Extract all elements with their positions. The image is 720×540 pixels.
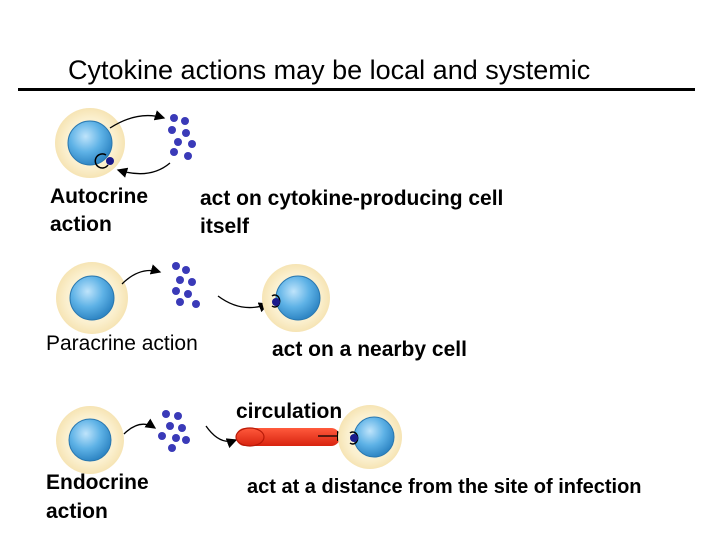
autocrine-label-line1: Autocrine (50, 185, 149, 208)
endocrine-target-cell (338, 405, 402, 469)
paracrine-target-cell (262, 264, 330, 332)
endocrine-arrow-to-vessel (205, 425, 238, 449)
paracrine-arrow-target (217, 295, 270, 313)
endocrine-label-line1: Endocrine (46, 471, 149, 494)
paracrine-description: act on a nearby cell (272, 338, 467, 361)
endocrine-description: act at a distance from the site of infec… (247, 476, 642, 498)
autocrine-cytokine-cluster (168, 114, 196, 160)
endocrine-arrow-release (123, 418, 157, 435)
paracrine-cytokine-cluster (172, 262, 200, 308)
paracrine-label: Paracrine action (46, 332, 198, 355)
paracrine-source-cell (56, 262, 128, 334)
title-underline (18, 88, 695, 91)
endocrine-label-line2: action (46, 500, 108, 523)
autocrine-description-line2: itself (200, 215, 250, 238)
paracrine-arrow-release (121, 264, 162, 285)
blood-vessel (235, 427, 340, 447)
page-title: Cytokine actions may be local and system… (68, 55, 591, 85)
endocrine-cytokine-cluster (158, 410, 190, 452)
autocrine-cell (55, 108, 125, 178)
autocrine-arrow-back (116, 162, 171, 178)
autocrine-arrow-out (109, 110, 166, 129)
circulation-label: circulation (236, 400, 343, 423)
endocrine-source-cell (56, 406, 124, 474)
autocrine-description-line1: act on cytokine-producing cell (200, 187, 504, 210)
autocrine-label-line2: action (50, 213, 112, 236)
